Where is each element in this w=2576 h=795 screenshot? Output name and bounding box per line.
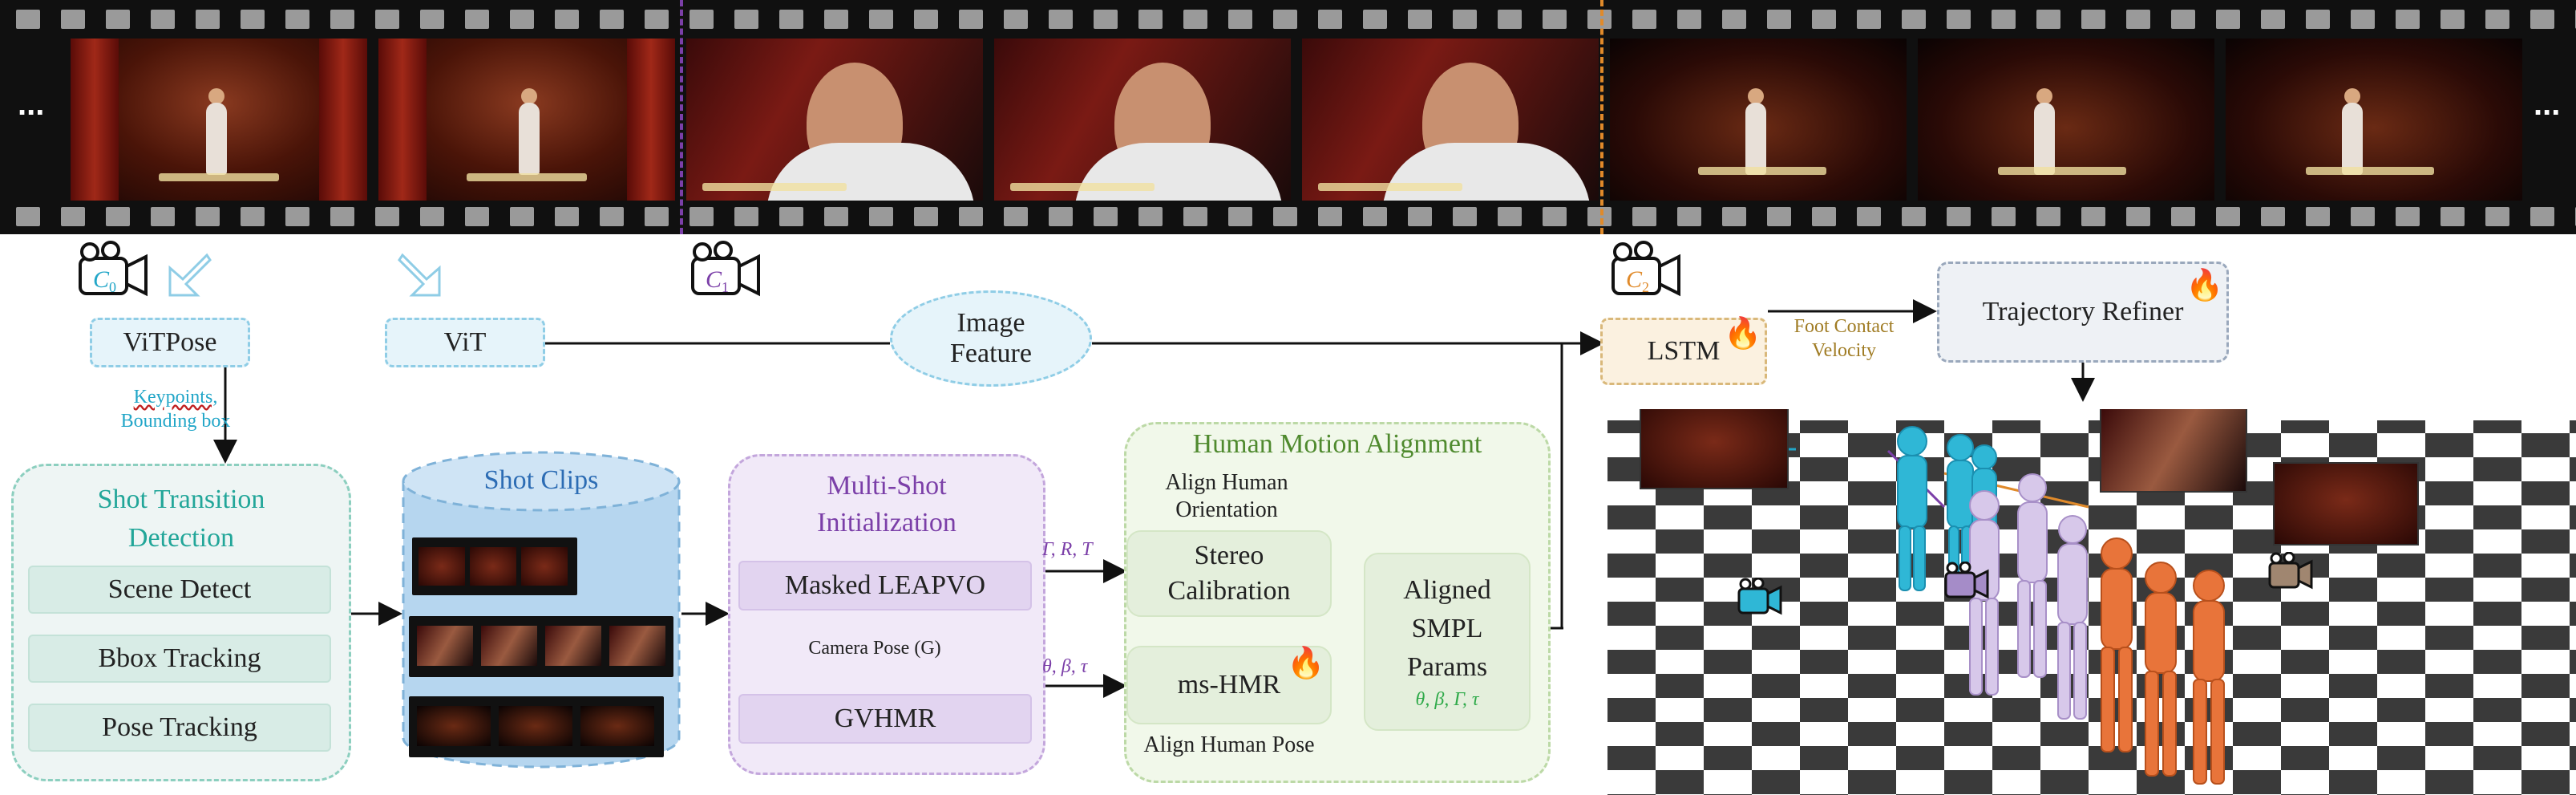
masked-leapvo-item: Masked LEAPVO xyxy=(738,561,1032,610)
align-orientation-line-2: Orientation xyxy=(1175,497,1278,522)
lstm-label: LSTM xyxy=(1647,336,1721,366)
svg-text:C: C xyxy=(93,266,110,293)
aligned-line-3: Params xyxy=(1406,652,1488,682)
scene-camera-c1-icon xyxy=(1943,561,1991,607)
shot-clip-strip-2 xyxy=(409,616,673,677)
scene-camera-c0-icon xyxy=(1736,577,1784,623)
video-frame-7 xyxy=(1918,39,2214,201)
image-feature-line-1: Image xyxy=(956,308,1025,338)
fire-icon-refiner: 🔥 xyxy=(2186,269,2224,302)
ms-hmr-node: ms-HMR xyxy=(1126,646,1332,724)
aligned-line-2: SMPL xyxy=(1411,614,1483,643)
svg-text:C: C xyxy=(1626,266,1643,293)
video-frame-5 xyxy=(1302,39,1599,201)
foot-contact-label: Foot Contact xyxy=(1793,316,1895,337)
vit-node: ViT xyxy=(385,318,545,367)
shot-cut-c1 xyxy=(680,0,683,234)
lstm-node: LSTM xyxy=(1600,318,1767,385)
shot-cut-c2 xyxy=(1600,0,1603,234)
filmstrip: ... ... xyxy=(0,0,2576,234)
multi-shot-title-line-1: Multi-Shot xyxy=(827,471,947,501)
video-frame-1 xyxy=(71,39,367,201)
camera-c1-icon: C 1 xyxy=(686,241,766,309)
gamma-r-t-label: Γ, R, T xyxy=(1042,539,1093,560)
scene-thumbnail-c1 xyxy=(2100,409,2247,493)
stereo-calibration-line-1: Stereo xyxy=(1194,541,1264,570)
shot-transition-panel: Shot Transition Detection Scene Detect B… xyxy=(11,464,351,781)
aligned-smpl-params-node: Aligned SMPL Params θ, β, Γ, τ xyxy=(1364,553,1531,731)
trajectory-refiner-node: Trajectory Refiner xyxy=(1937,262,2229,363)
shot-clips-title: Shot Clips xyxy=(483,465,599,495)
shot-transition-title-line-1: Shot Transition xyxy=(97,485,265,514)
multi-shot-title-line-2: Initialization xyxy=(817,508,956,537)
svg-text:2: 2 xyxy=(1642,279,1649,295)
video-frame-8 xyxy=(2226,39,2522,201)
fire-icon-lstm: 🔥 xyxy=(1724,317,1762,351)
image-feature-line-2: Feature xyxy=(950,339,1032,368)
scene-camera-c2-icon xyxy=(2267,551,2315,598)
gvhmr-item: GVHMR xyxy=(738,694,1032,744)
shot-transition-title: Shot Transition Detection xyxy=(14,481,349,558)
aligned-params-symbols: θ, β, Γ, τ xyxy=(1415,689,1479,710)
video-frame-4 xyxy=(994,39,1291,201)
keypoints-bbox-label: Keypoints, Bounding box xyxy=(107,385,244,433)
keypoints-label: Keypoints, xyxy=(133,387,218,408)
hma-title: Human Motion Alignment xyxy=(1192,429,1482,459)
pose-tracking-item: Pose Tracking xyxy=(28,704,331,752)
scene-thumbnail-c2 xyxy=(2273,462,2419,546)
trajectory-refiner-label: Trajectory Refiner xyxy=(1982,297,2184,327)
aligned-line-1: Aligned xyxy=(1403,575,1491,605)
foot-contact-velocity-label: Foot Contact Velocity xyxy=(1764,314,1924,363)
filmstrip-perforations-top xyxy=(0,10,2576,32)
video-frame-2 xyxy=(378,39,675,201)
motion-3d-scene xyxy=(1607,409,2576,795)
shot-clip-strip-3 xyxy=(409,696,664,757)
align-orientation-label: Align Human Orientation xyxy=(1144,469,1309,524)
video-frame-3 xyxy=(686,39,983,201)
svg-text:1: 1 xyxy=(722,279,729,295)
filmstrip-ellipsis-left: ... xyxy=(18,87,45,122)
image-feature-node: Image Feature xyxy=(890,290,1092,387)
human-motion-alignment-panel: Human Motion Alignment Align Human Orien… xyxy=(1124,422,1551,783)
vitpose-node: ViTPose xyxy=(90,318,250,367)
svg-text:0: 0 xyxy=(109,279,116,295)
filmstrip-ellipsis-right: ... xyxy=(2534,87,2561,122)
scene-detect-item: Scene Detect xyxy=(28,566,331,614)
fire-icon-mshmr: 🔥 xyxy=(1287,647,1325,680)
bbox-label: Bounding box xyxy=(120,411,231,432)
camera-pose-label: Camera Pose (G) xyxy=(808,638,941,659)
video-frame-6 xyxy=(1610,39,1907,201)
filmstrip-perforations-bottom xyxy=(0,207,2576,229)
shot-clips-cylinder: Shot Clips xyxy=(401,449,681,769)
ms-hmr-label: ms-HMR xyxy=(1177,670,1281,700)
scene-thumbnail-c0 xyxy=(1640,409,1789,489)
bbox-tracking-item: Bbox Tracking xyxy=(28,635,331,683)
align-human-pose-label: Align Human Pose xyxy=(1143,732,1315,757)
align-orientation-line-1: Align Human xyxy=(1165,470,1288,495)
svg-text:C: C xyxy=(706,266,722,293)
multi-shot-panel: Multi-Shot Initialization Masked LEAPVO … xyxy=(728,454,1045,775)
shot-transition-title-line-2: Detection xyxy=(127,523,235,553)
theta-beta-tau-label: θ, β, τ xyxy=(1042,656,1088,677)
stereo-calibration-line-2: Calibration xyxy=(1167,576,1291,606)
camera-c2-icon: C 2 xyxy=(1607,241,1687,309)
camera-c0-icon: C 0 xyxy=(74,241,154,309)
multi-shot-title: Multi-Shot Initialization xyxy=(730,468,1043,541)
velocity-label: Velocity xyxy=(1812,340,1876,361)
shot-clip-strip-1 xyxy=(412,537,577,595)
stereo-calibration-node: Stereo Calibration xyxy=(1126,530,1332,617)
